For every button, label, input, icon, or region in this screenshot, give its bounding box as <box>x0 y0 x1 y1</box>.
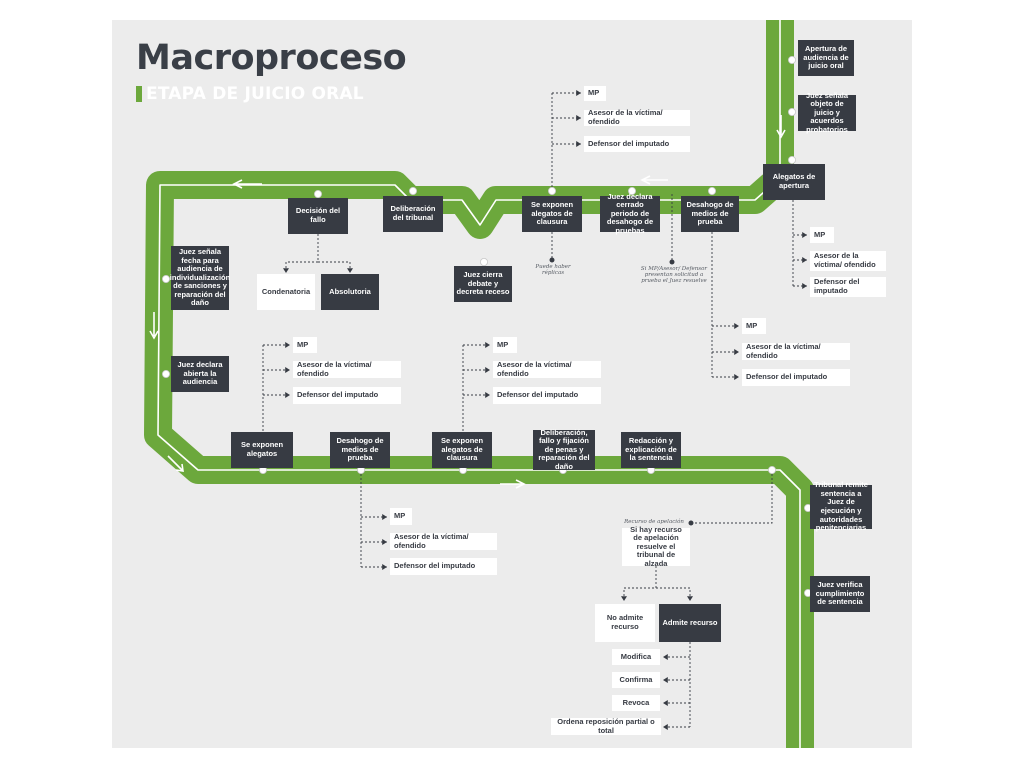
note-replicas: Puede haber réplicas <box>535 264 571 277</box>
page-title: Macroproceso <box>136 38 407 78</box>
step-deliberacion-fallo: Deliberación, fallo y fijación de penas … <box>533 428 595 471</box>
step-alegatos-clausura-2: Se exponen alegatos de clausura <box>432 432 492 468</box>
outcome-revoca: Revoca <box>612 695 660 711</box>
arrow-right <box>500 479 526 489</box>
step-alegatos-apertura: Alegatos de apertura <box>763 164 825 200</box>
arrow-left-1 <box>640 175 668 185</box>
participant-mp: MP <box>584 86 606 101</box>
step-desahogo-1: Desahogo de medios de prueba <box>681 196 739 232</box>
participant-defensor: Defensor del imputado <box>810 277 886 297</box>
arrow-left-2 <box>232 179 262 189</box>
note-solicitud-prueba: Si MP/Asesor/ Defensor presentan solicit… <box>640 266 708 285</box>
participant-defensor: Defensor del imputado <box>584 136 690 152</box>
participant-asesor: Asesor de la víctima/ ofendido <box>810 251 886 271</box>
page-subtitle: ETAPA DE JUICIO ORAL <box>146 84 364 104</box>
outcome-reposicion: Ordena reposición partial o total <box>551 717 661 735</box>
participant-mp: MP <box>742 318 766 334</box>
outcome-confirma: Confirma <box>612 672 660 688</box>
arrow-down-left <box>149 312 159 340</box>
step-juez-verifica: Juez verifica cumplimiento de sentencia <box>810 576 870 612</box>
step-tribunal-remite: Tribunal remite sentencia a Juez de ejec… <box>810 480 872 532</box>
participant-asesor: Asesor de la víctima/ ofendido <box>293 360 401 378</box>
participant-defensor: Defensor del imputado <box>493 387 601 404</box>
participant-mp: MP <box>390 508 412 525</box>
participant-mp: MP <box>810 227 834 243</box>
step-redaccion: Redacción y explicación de la sentencia <box>621 432 681 468</box>
step-juez-abierta: Juez declara abierta la audiencia <box>171 356 229 392</box>
participant-asesor: Asesor de la víctima/ ofendido <box>742 342 850 360</box>
participant-asesor: Asesor de la víctima/ ofendido <box>493 360 601 378</box>
arrow-down-top <box>776 115 786 139</box>
step-juez-declara-cerrado: Juez declara cerrado periodo de desahogo… <box>600 192 660 235</box>
appeal-no-admite: No admite recurso <box>595 604 655 642</box>
outcome-modifica: Modifica <box>612 649 660 665</box>
participant-mp: MP <box>293 337 317 353</box>
arrow-diag <box>167 455 184 472</box>
appeal-question: Si hay recurso de apelación resuelve el … <box>622 525 690 568</box>
direction-arrows <box>149 115 786 489</box>
step-desahogo-2: Desahogo de medios de prueba <box>330 432 390 468</box>
participant-defensor: Defensor del imputado <box>390 558 497 575</box>
step-deliberacion: Deliberación del tribunal <box>383 196 443 232</box>
step-decision: Decisión del fallo <box>288 198 348 234</box>
step-juez-fecha: Juez señala fecha para audiencia de indi… <box>170 246 230 310</box>
step-juez-senala: Juez señala objeto de juicio y acuerdos … <box>798 91 856 134</box>
participant-defensor: Defensor del imputado <box>742 369 850 386</box>
participant-mp: MP <box>493 337 517 353</box>
appeal-admite: Admite recurso <box>659 604 721 642</box>
step-apertura: Apertura de audiencia de juicio oral <box>798 40 854 76</box>
subtitle-accent <box>136 86 142 102</box>
step-alegatos: Se exponen alegatos <box>231 432 293 468</box>
step-juez-cierra: Juez cierra debate y decreta receso <box>454 266 512 302</box>
result-absolutoria: Absolutoria <box>321 274 379 310</box>
participant-asesor: Asesor de la víctima/ ofendido <box>584 109 690 126</box>
step-alegatos-clausura-1: Se exponen alegatos de clausura <box>522 196 582 232</box>
participant-asesor: Asesor de la víctima/ ofendido <box>390 532 497 550</box>
result-condenatoria: Condenatoria <box>257 274 315 310</box>
participant-defensor: Defensor del imputado <box>293 387 401 404</box>
note-recurso: Recurso de apelación <box>624 519 684 525</box>
